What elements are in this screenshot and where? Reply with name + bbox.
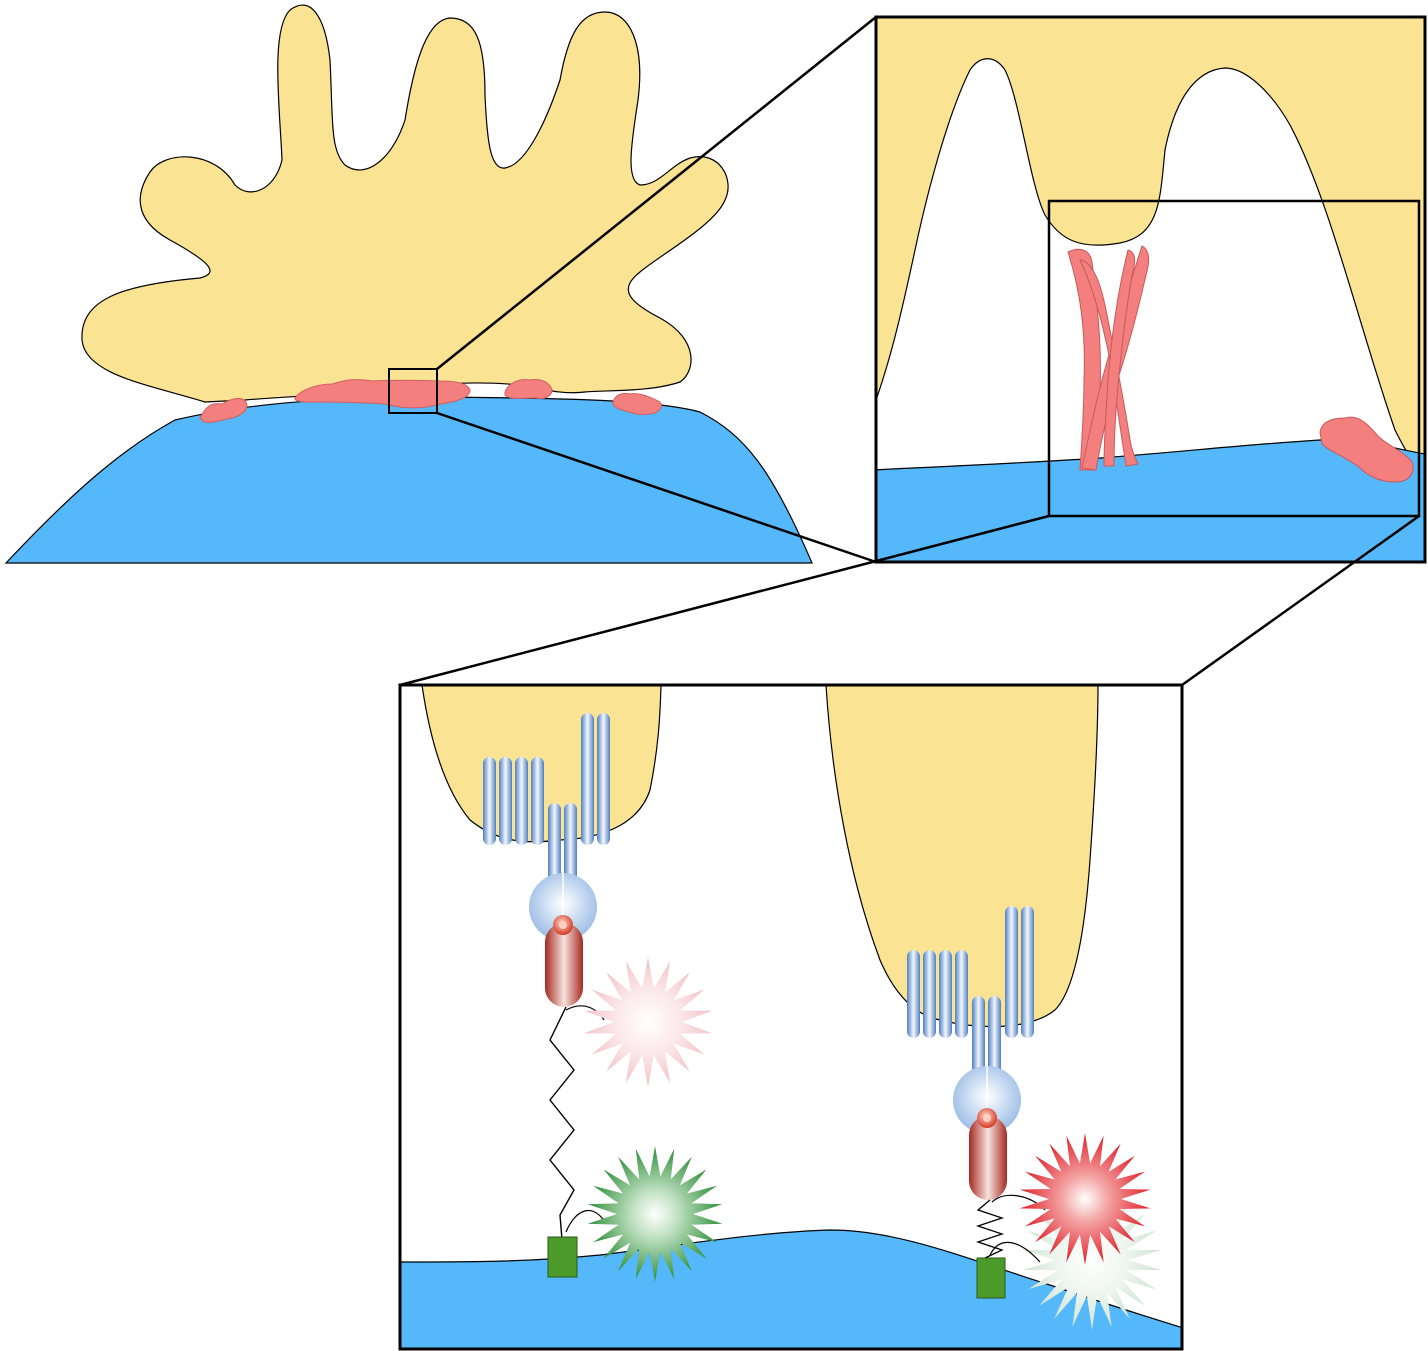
- tension-sensor-relaxed: [482, 712, 611, 1278]
- focal-adhesions: [199, 379, 662, 423]
- tether-to-flash: [565, 1210, 606, 1233]
- focal-adhesion: [1319, 416, 1414, 483]
- fluorophore-burst-pale-pink: [584, 957, 712, 1087]
- filament-bundle: [1067, 245, 1150, 471]
- zoom-panel-2: [398, 683, 1184, 1351]
- connector-line: [399, 514, 1050, 687]
- fluorophore-burst-green: [587, 1146, 723, 1282]
- surface-anchor: [976, 1257, 1006, 1299]
- substrate-dome: [4, 396, 813, 564]
- zoom-box-2: [1047, 199, 1421, 518]
- fluorophore-burst-pale-green: [1022, 1190, 1162, 1330]
- tension-sensor-stretched: [906, 905, 1046, 1299]
- overview-panel: [4, 4, 813, 564]
- fluorophore-burst-red: [1019, 1133, 1151, 1265]
- connector-line: [1181, 514, 1420, 687]
- cell-body: [81, 4, 729, 403]
- dna-tether-extended: [549, 1006, 575, 1241]
- zoom-box-1: [388, 368, 438, 414]
- zoom-panel-2-frame: [398, 683, 1184, 1351]
- tether-to-flash: [989, 1241, 1041, 1263]
- connector-line: [436, 411, 877, 564]
- cell-membrane: [876, 17, 1425, 470]
- zoom-panel-1: [874, 15, 1427, 564]
- dna-tether-compressed: [975, 1199, 1005, 1259]
- connector-line: [436, 16, 877, 370]
- surface-anchor: [547, 1236, 578, 1278]
- zoom-panel-1-frame: [874, 15, 1427, 564]
- substrate-surface: [400, 1229, 1182, 1349]
